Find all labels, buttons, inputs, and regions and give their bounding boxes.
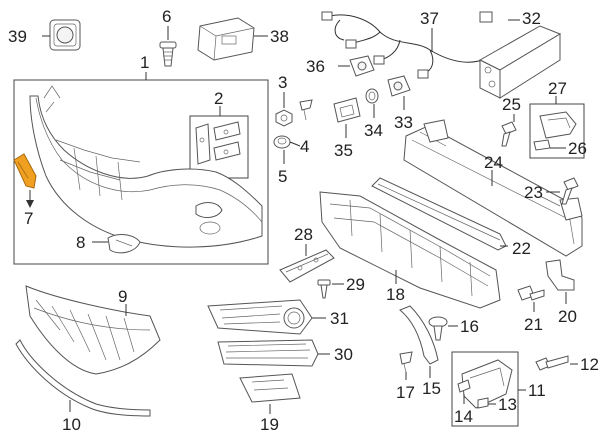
part-39-bracket — [49, 19, 81, 51]
callout-3: 3 — [278, 73, 287, 92]
part-33-sensor — [387, 75, 411, 97]
callout-13: 13 — [498, 395, 517, 414]
callout-16: 16 — [460, 317, 479, 336]
part-23-bolt — [561, 177, 579, 205]
callout-23: 23 — [524, 183, 543, 202]
callout-7: 7 — [24, 209, 33, 228]
clip-near-3 — [299, 99, 313, 121]
callout-15: 15 — [422, 379, 441, 398]
part-15-side-trim — [399, 305, 439, 365]
guide-bracket-box — [451, 351, 519, 427]
part-21-strip — [371, 177, 507, 251]
part-38-module — [197, 17, 255, 61]
callout-38: 38 — [270, 27, 289, 46]
callout-36: 36 — [306, 57, 325, 76]
part-4-grommet — [273, 135, 291, 149]
part-35-sensor-holder — [333, 97, 361, 123]
callout-9: 9 — [118, 287, 127, 306]
callout-21: 22 — [512, 239, 531, 258]
callout-14: 14 — [454, 407, 473, 426]
part-8-cap — [107, 234, 141, 254]
callout-32: 32 — [522, 9, 541, 28]
part-20-bolt — [517, 285, 545, 301]
callout-4: 4 — [300, 137, 309, 156]
callout-11: 11 — [528, 381, 546, 400]
callout-35: 35 — [334, 141, 353, 160]
part-7-side-bracket — [13, 153, 37, 189]
callout-28: 29 — [346, 275, 365, 294]
callout-34: 34 — [364, 121, 383, 140]
callout-8: 8 — [76, 233, 85, 252]
part-2-brackets — [195, 121, 241, 165]
callout-26: 26 — [568, 139, 587, 158]
part-12-bolt — [535, 355, 569, 371]
callout-1: 1 — [140, 53, 149, 72]
callout-25: 25 — [502, 95, 521, 114]
part-17-clip — [399, 351, 413, 373]
callout-10: 10 — [62, 415, 81, 434]
part-25-bolt — [501, 121, 517, 147]
part-11-guide-bracket — [457, 359, 513, 409]
callout-33: 33 — [394, 113, 413, 132]
callout-12: 12 — [580, 355, 599, 374]
part-3-nut — [275, 109, 293, 127]
part-24-sensor-bracket — [533, 111, 577, 151]
part-10-trim-strip — [15, 339, 151, 417]
callout-29: 30 — [334, 345, 353, 364]
callout-20: 21 — [524, 315, 543, 334]
callout-19: 20 — [558, 307, 577, 326]
part-1-bumper-cover — [29, 85, 263, 248]
part-32-crash-box — [478, 25, 562, 99]
part-37-wiring-harness — [321, 11, 493, 79]
part-19-bracket — [545, 259, 575, 291]
callout-18: 18 — [386, 285, 405, 304]
callout-37: 37 — [420, 9, 439, 28]
part-29-grille-insert — [217, 339, 319, 367]
part-16-clip — [428, 316, 448, 341]
part-6-bolt — [159, 41, 177, 67]
callout-39: 39 — [8, 27, 27, 46]
callout-30: 31 — [330, 309, 349, 328]
part-36-sensor — [349, 55, 375, 77]
part-22-beam — [403, 119, 583, 257]
part-30-fog-grille — [207, 299, 313, 335]
callout-2: 2 — [214, 89, 223, 108]
part-31-cover-plate — [239, 373, 301, 403]
callout-27: 28 — [294, 225, 313, 244]
part-18-absorber — [319, 191, 501, 309]
part-27-guide-bracket — [279, 249, 335, 283]
part-28-screw — [317, 279, 331, 299]
callout-17: 17 — [396, 383, 415, 402]
callout-22: 24 — [484, 153, 503, 172]
callout-5: 5 — [278, 167, 287, 186]
callout-31: 19 — [260, 415, 279, 434]
part-9-lower-grille — [25, 285, 161, 375]
bumper-assembly-box — [13, 79, 269, 265]
part-34-seal-ring — [365, 88, 379, 104]
callout-24: 27 — [548, 79, 567, 98]
sensor-bracket-box — [529, 103, 585, 159]
callout-6: 6 — [162, 7, 171, 26]
